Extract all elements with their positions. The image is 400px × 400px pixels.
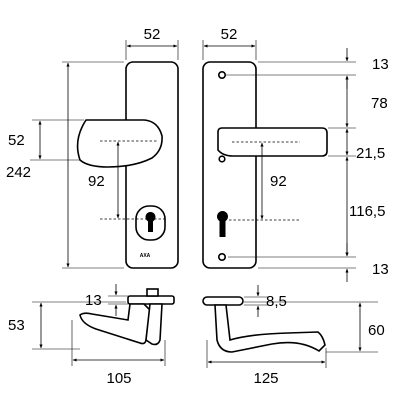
back-plate-width-dimension: 52: [202, 26, 257, 60]
back-plate: [202, 61, 257, 269]
lever-keyhole: [216, 211, 228, 237]
lever-base-height-dimension: 8,5: [244, 285, 287, 317]
spindle-screw: [218, 155, 226, 163]
lever-projection-dimension: 60: [244, 301, 385, 353]
knob-side-profile: [79, 303, 151, 345]
cylinder-to-screw-label: 116,5: [349, 203, 385, 220]
knob: [76, 119, 163, 168]
knob-to-top-label: 52: [8, 132, 25, 149]
lever-side-profile: [214, 304, 326, 353]
knob-to-cylinder-dimension: 92: [88, 141, 120, 219]
knob-length-label: 105: [106, 370, 131, 387]
front-plate-height-dimension: 242: [6, 61, 124, 269]
handle-to-cylinder-dimension: 92: [260, 142, 287, 220]
knob-to-top-dimension: 52: [8, 119, 84, 161]
handle-to-cylinder-label: 92: [270, 173, 287, 190]
front-plate-width-dimension: 52: [125, 26, 179, 60]
screw-to-handle-label: 78: [371, 95, 388, 112]
back-view: [202, 61, 328, 269]
knob-side-spindle: [146, 288, 159, 297]
lever-length-label: 125: [253, 370, 278, 387]
keyhole-cylinder: [145, 212, 156, 232]
knob-projection-label: 53: [8, 317, 25, 334]
screw-to-bottom-label: 13: [372, 261, 389, 278]
handle-height-label: 21,5: [356, 145, 385, 162]
knob-side-rosette: [127, 295, 175, 305]
screw-to-top-label: 13: [372, 56, 389, 73]
knob-base-height-label: 13: [85, 292, 102, 309]
lever-projection-label: 60: [368, 322, 385, 339]
knob-length-dimension: 105: [71, 320, 166, 387]
right-chain-dimensions: 13 78 21,5 116,5 13: [226, 48, 389, 282]
lever-side-view: [202, 296, 326, 353]
knob-side-view: [79, 288, 175, 346]
lever-base-height-label: 8,5: [266, 293, 287, 310]
lever-length-dimension: 125: [206, 340, 327, 387]
bottom-screw: [218, 253, 227, 262]
knob-base-height-dimension: 13: [85, 284, 146, 316]
knob-projection-dimension: 53: [8, 301, 126, 350]
brand-mark: AXA: [140, 253, 151, 259]
knob-side-grip: [145, 303, 163, 346]
front-plate-height-label: 242: [6, 164, 31, 181]
lever-side-rosette: [202, 296, 244, 306]
front-plate-width-label: 52: [144, 26, 161, 43]
back-plate-width-label: 52: [221, 26, 238, 43]
front-view: AXA: [76, 61, 179, 269]
top-screw: [218, 71, 227, 80]
knob-to-cylinder-label: 92: [88, 173, 105, 190]
